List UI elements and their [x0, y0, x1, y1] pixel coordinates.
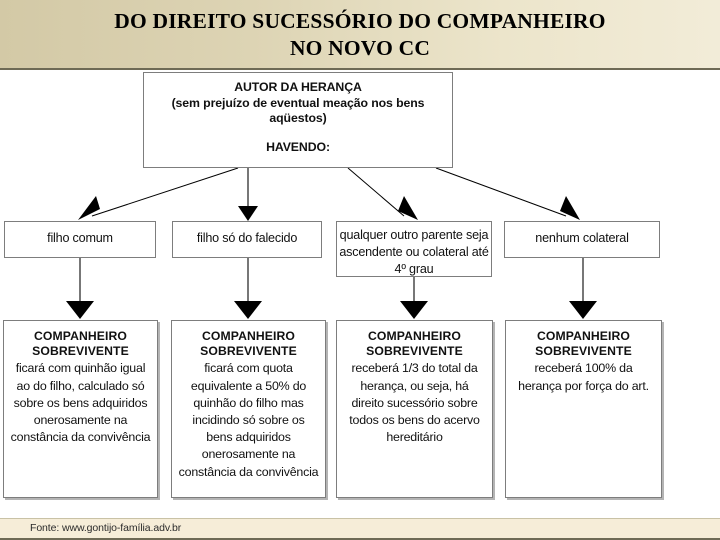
arrowhead-outcome-0 — [66, 301, 94, 319]
title-banner: DO DIREITO SUCESSÓRIO DO COMPANHEIRO NO … — [0, 0, 720, 70]
outcome-body: receberá 100% da herança por força do ar… — [518, 361, 649, 393]
footer-band: Fonte: www.gontijo-família.adv.br — [0, 518, 720, 540]
node-condition-filho-comum[interactable]: filho comum — [4, 221, 156, 258]
connector-root-to-cond-3 — [435, 167, 567, 217]
node-autor-da-heranca[interactable]: AUTOR DA HERANÇA (sem prejuízo de eventu… — [143, 72, 453, 168]
node-outcome-3[interactable]: COMPANHEIRO SOBREVIVENTE receberá 1/3 do… — [336, 320, 493, 498]
node-condition-nenhum-colateral[interactable]: nenhum colateral — [504, 221, 660, 258]
page-title-line-2: NO NOVO CC — [289, 36, 431, 60]
outcome-heading: COMPANHEIRO SOBREVIVENTE — [535, 329, 632, 359]
arrowhead-cond-3 — [560, 196, 580, 220]
node-autor-line-4: HAVENDO: — [266, 139, 330, 154]
page-title: DO DIREITO SUCESSÓRIO DO COMPANHEIRO NO … — [30, 8, 690, 62]
node-condition-outro-parente[interactable]: qualquer outro parente seja ascendente o… — [336, 221, 492, 277]
flowchart-diagram: AUTOR DA HERANÇA (sem prejuízo de eventu… — [0, 70, 720, 518]
node-outcome-2[interactable]: COMPANHEIRO SOBREVIVENTE ficará com quot… — [171, 320, 326, 498]
condition-label: filho só do falecido — [196, 231, 298, 245]
condition-label: filho comum — [47, 231, 113, 245]
arrowhead-cond-2 — [398, 196, 418, 220]
arrowhead-outcome-2 — [400, 301, 428, 319]
footer-source-text: Fonte: www.gontijo-família.adv.br — [30, 522, 182, 534]
node-condition-filho-so-do-falecido[interactable]: filho só do falecido — [172, 221, 322, 258]
connector-root-to-cond-0 — [91, 167, 239, 217]
condition-label: qualquer outro parente seja ascendente o… — [339, 228, 489, 276]
page-title-line-1: DO DIREITO SUCESSÓRIO DO COMPANHEIRO — [114, 9, 606, 33]
outcome-heading: COMPANHEIRO SOBREVIVENTE — [366, 329, 463, 359]
arrowhead-outcome-1 — [234, 301, 262, 319]
arrowhead-cond-0 — [78, 196, 100, 220]
node-outcome-4[interactable]: COMPANHEIRO SOBREVIVENTE receberá 100% d… — [505, 320, 662, 498]
connector-layer — [66, 167, 597, 319]
outcome-heading: COMPANHEIRO SOBREVIVENTE — [200, 329, 297, 359]
outcome-body: receberá 1/3 do total da herança, ou sej… — [349, 361, 480, 445]
outcome-body: ficará com quota equivalente a 50% do qu… — [178, 361, 319, 479]
node-autor-line-3: aqüestos) — [269, 111, 327, 125]
condition-label: nenhum colateral — [535, 231, 629, 245]
connector-root-to-cond-2 — [347, 167, 405, 217]
outcome-heading: COMPANHEIRO SOBREVIVENTE — [32, 329, 129, 359]
node-outcome-1[interactable]: COMPANHEIRO SOBREVIVENTE ficará com quin… — [3, 320, 158, 498]
node-autor-line-1: AUTOR DA HERANÇA — [234, 80, 362, 94]
node-autor-line-2: (sem prejuízo de eventual meação nos ben… — [171, 95, 425, 110]
arrowhead-cond-1 — [238, 206, 258, 221]
outcome-body: ficará com quinhão igual ao do filho, ca… — [10, 361, 151, 445]
arrowhead-outcome-3 — [569, 301, 597, 319]
